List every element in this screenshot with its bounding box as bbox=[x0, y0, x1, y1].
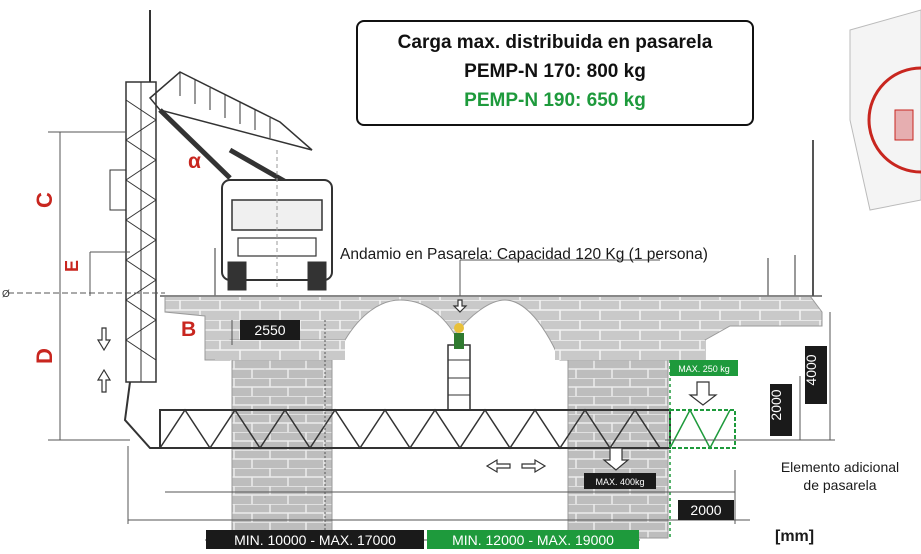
load-capacity-box: Carga max. distribuida en pasarela PEMP-… bbox=[356, 20, 754, 126]
load-box-title: Carga max. distribuida en pasarela bbox=[397, 32, 713, 53]
dim-label-e: E bbox=[62, 260, 82, 272]
dim-value-2000-vertical: 2000 bbox=[768, 389, 784, 420]
angle-label-alpha: α bbox=[188, 150, 201, 173]
max-250-box bbox=[670, 360, 738, 376]
max-400-box bbox=[584, 473, 656, 489]
arch-left bbox=[345, 305, 455, 360]
unit-label: [mm] bbox=[775, 528, 814, 545]
load-box-pemp-170: PEMP-N 170: 800 kg bbox=[464, 61, 646, 82]
dim-label-d: D bbox=[32, 348, 57, 364]
detail-inset bbox=[849, 9, 921, 211]
range-label-170: MIN. 10000 - MAX. 17000 bbox=[234, 532, 396, 548]
dim-box-4000 bbox=[805, 346, 827, 404]
additional-element-line1: Elemento adicional bbox=[781, 459, 899, 475]
dim-value-4000: 4000 bbox=[803, 354, 819, 385]
max-400-label: MAX. 400kg bbox=[595, 477, 644, 487]
movement-arrows bbox=[96, 299, 718, 474]
load-box-pemp-190: PEMP-N 190: 650 kg bbox=[464, 90, 646, 111]
range-box-190 bbox=[427, 530, 639, 549]
dim-box-2550 bbox=[240, 320, 300, 340]
dim-value-2550: 2550 bbox=[254, 322, 285, 338]
range-box-170 bbox=[206, 530, 424, 549]
zero-level-label: Ø bbox=[2, 289, 10, 300]
top-arm bbox=[148, 71, 313, 193]
dim-value-2000-horizontal: 2000 bbox=[690, 502, 721, 518]
dim-box-2000-vertical bbox=[770, 384, 792, 436]
dim-label-b: B bbox=[181, 318, 196, 341]
truck bbox=[221, 150, 333, 291]
additional-walkway-element bbox=[669, 360, 736, 540]
vertical-mast bbox=[109, 10, 165, 449]
additional-element-line2: de pasarela bbox=[803, 477, 876, 493]
range-label-190: MIN. 12000 - MAX. 19000 bbox=[452, 532, 614, 548]
max-250-label: MAX. 250 kg bbox=[678, 364, 730, 374]
dim-box-2000-horizontal bbox=[678, 500, 734, 520]
dim-label-c: C bbox=[32, 192, 57, 208]
scaffold-capacity-note: Andamio en Pasarela: Capacidad 120 Kg (1… bbox=[340, 246, 708, 263]
worker-figure bbox=[454, 323, 464, 349]
